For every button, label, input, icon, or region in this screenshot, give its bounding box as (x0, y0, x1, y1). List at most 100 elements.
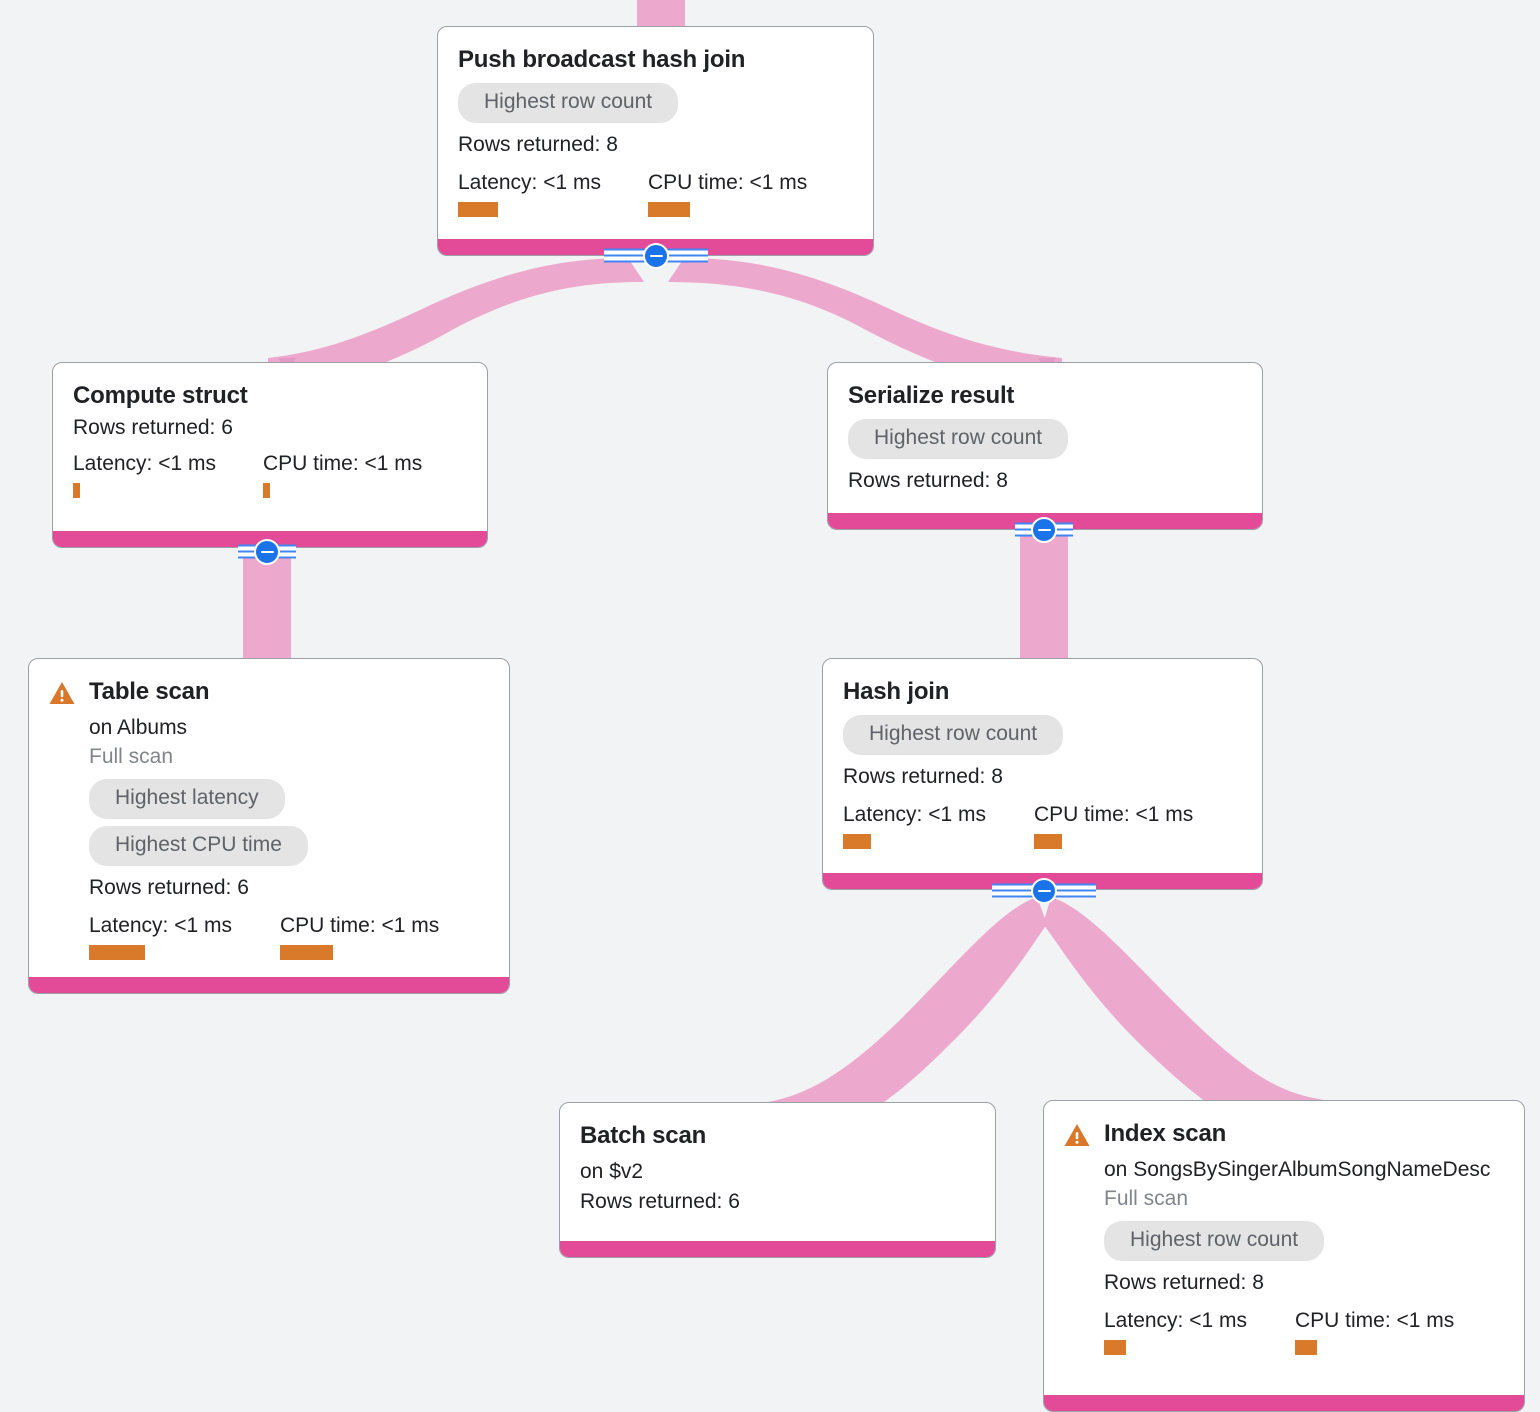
rows-returned: Rows returned: 6 (89, 876, 249, 899)
node-title: Hash join (843, 678, 950, 705)
minus-circle-icon[interactable] (254, 539, 280, 565)
node-title-stack: Push broadcast hash join Highest row cou… (458, 45, 853, 217)
node-title-row: Hash join Highest row count Rows returne… (843, 677, 1242, 849)
node-title: Serialize result (848, 382, 1015, 409)
node-subtitle: on Albums (89, 716, 188, 739)
node-title-stack: Hash join Highest row count Rows returne… (843, 677, 1242, 849)
node-scan-type: Full scan (89, 745, 174, 768)
cpu-bar (263, 483, 270, 498)
latency-bar (458, 202, 498, 217)
cpu-label: CPU time: <1 ms (648, 171, 808, 194)
node-title-row: Compute struct Rows returned: 6 Latency:… (73, 381, 467, 498)
plan-node-compute-struct[interactable]: Compute struct Rows returned: 6 Latency:… (52, 362, 488, 548)
rows-returned: Rows returned: 6 (73, 416, 233, 439)
cpu-label: CPU time: <1 ms (263, 452, 423, 475)
rows-returned: Rows returned: 6 (580, 1190, 740, 1213)
node-body: Push broadcast hash join Highest row cou… (438, 27, 873, 239)
node-subtitle: on SongsBySingerAlbumSongNameDesc (1104, 1158, 1491, 1181)
node-footer-bar (1044, 1395, 1524, 1411)
latency-metric: Latency: <1 ms (73, 451, 263, 498)
cpu-metric: CPU time: <1 ms (1295, 1308, 1454, 1355)
minus-circle-icon[interactable] (643, 243, 669, 269)
plan-node-push-broadcast-hash-join[interactable]: Push broadcast hash join Highest row cou… (437, 26, 874, 256)
latency-bar (843, 834, 871, 849)
node-title-stack: Table scan on Albums Full scan Highest l… (89, 677, 489, 960)
badge-highest-latency: Highest latency (89, 779, 285, 819)
node-title: Index scan (1104, 1120, 1227, 1147)
node-footer-bar (560, 1241, 995, 1257)
plan-node-serialize-result[interactable]: Serialize result Highest row count Rows … (827, 362, 1263, 530)
node-title-row: Push broadcast hash join Highest row cou… (458, 45, 853, 217)
collapse-toggle-compute-struct[interactable] (238, 538, 296, 566)
node-title-row: Serialize result Highest row count Rows … (848, 381, 1242, 496)
rows-returned: Rows returned: 8 (843, 765, 1003, 788)
latency-label: Latency: <1 ms (89, 914, 232, 937)
latency-label: Latency: <1 ms (1104, 1309, 1247, 1332)
node-title-stack: Compute struct Rows returned: 6 Latency:… (73, 381, 467, 498)
latency-metric: Latency: <1 ms (458, 170, 648, 217)
plan-node-index-scan[interactable]: Index scan on SongsBySingerAlbumSongName… (1043, 1100, 1525, 1412)
rows-returned: Rows returned: 8 (458, 133, 618, 156)
cpu-label: CPU time: <1 ms (1295, 1309, 1455, 1332)
rows-returned: Rows returned: 8 (848, 469, 1008, 492)
rows-returned: Rows returned: 8 (1104, 1271, 1264, 1294)
node-title-stack: Serialize result Highest row count Rows … (848, 381, 1242, 496)
metrics-row: Latency: <1 ms CPU time: <1 ms (458, 170, 853, 217)
latency-bar (73, 483, 80, 498)
plan-node-hash-join[interactable]: Hash join Highest row count Rows returne… (822, 658, 1263, 890)
latency-bar (1104, 1340, 1126, 1355)
latency-metric: Latency: <1 ms (1104, 1308, 1295, 1355)
warning-triangle-icon (49, 681, 75, 710)
latency-label: Latency: <1 ms (458, 171, 601, 194)
node-title: Push broadcast hash join (458, 46, 746, 73)
latency-label: Latency: <1 ms (73, 452, 216, 475)
cpu-bar (648, 202, 690, 217)
cpu-label: CPU time: <1 ms (1034, 803, 1194, 826)
node-subtitle: on $v2 (580, 1160, 644, 1183)
node-body: Table scan on Albums Full scan Highest l… (29, 659, 509, 977)
node-title: Compute struct (73, 382, 248, 409)
node-body: Serialize result Highest row count Rows … (828, 363, 1262, 513)
collapse-toggle-hash-join[interactable] (992, 877, 1096, 905)
collapse-toggle-serialize-result[interactable] (1015, 516, 1073, 544)
latency-label: Latency: <1 ms (843, 803, 986, 826)
cpu-bar (1034, 834, 1062, 849)
badge-highest-cpu-time: Highest CPU time (89, 826, 308, 866)
node-title: Batch scan (580, 1122, 707, 1149)
node-scan-type: Full scan (1104, 1187, 1189, 1210)
badge-highest-row-count: Highest row count (848, 419, 1069, 459)
node-body: Compute struct Rows returned: 6 Latency:… (53, 363, 487, 531)
cpu-bar (1295, 1340, 1317, 1355)
collapse-toggle-push-broadcast-hash-join[interactable] (604, 242, 708, 270)
node-title-row: Table scan on Albums Full scan Highest l… (49, 677, 489, 960)
cpu-metric: CPU time: <1 ms (263, 451, 422, 498)
warning-triangle-icon (1064, 1123, 1090, 1152)
node-title-stack: Index scan on SongsBySingerAlbumSongName… (1104, 1119, 1504, 1355)
minus-circle-icon[interactable] (1031, 878, 1057, 904)
node-title-row: Index scan on SongsBySingerAlbumSongName… (1064, 1119, 1504, 1355)
minus-circle-icon[interactable] (1031, 517, 1057, 543)
badge-highest-row-count: Highest row count (1104, 1221, 1325, 1261)
latency-bar (89, 945, 145, 960)
metrics-row: Latency: <1 ms CPU time: <1 ms (1104, 1308, 1504, 1355)
latency-metric: Latency: <1 ms (843, 802, 1034, 849)
node-body: Batch scan on $v2 Rows returned: 6 (560, 1103, 995, 1241)
cpu-label: CPU time: <1 ms (280, 914, 440, 937)
badge-highest-row-count: Highest row count (843, 715, 1064, 755)
node-body: Index scan on SongsBySingerAlbumSongName… (1044, 1101, 1524, 1395)
badge-highest-row-count: Highest row count (458, 83, 679, 123)
node-title-row: Batch scan on $v2 Rows returned: 6 (580, 1121, 975, 1217)
cpu-metric: CPU time: <1 ms (1034, 802, 1193, 849)
edge-root-inflow (637, 0, 685, 26)
cpu-metric: CPU time: <1 ms (648, 170, 807, 217)
plan-node-table-scan[interactable]: Table scan on Albums Full scan Highest l… (28, 658, 510, 994)
cpu-metric: CPU time: <1 ms (280, 913, 439, 960)
node-title: Table scan (89, 678, 210, 705)
node-footer-bar (29, 977, 509, 993)
node-title-stack: Batch scan on $v2 Rows returned: 6 (580, 1121, 975, 1217)
edge-serialize-result-to-hash-join (1020, 530, 1068, 664)
plan-node-batch-scan[interactable]: Batch scan on $v2 Rows returned: 6 (559, 1102, 996, 1258)
latency-metric: Latency: <1 ms (89, 913, 280, 960)
metrics-row: Latency: <1 ms CPU time: <1 ms (73, 451, 467, 498)
